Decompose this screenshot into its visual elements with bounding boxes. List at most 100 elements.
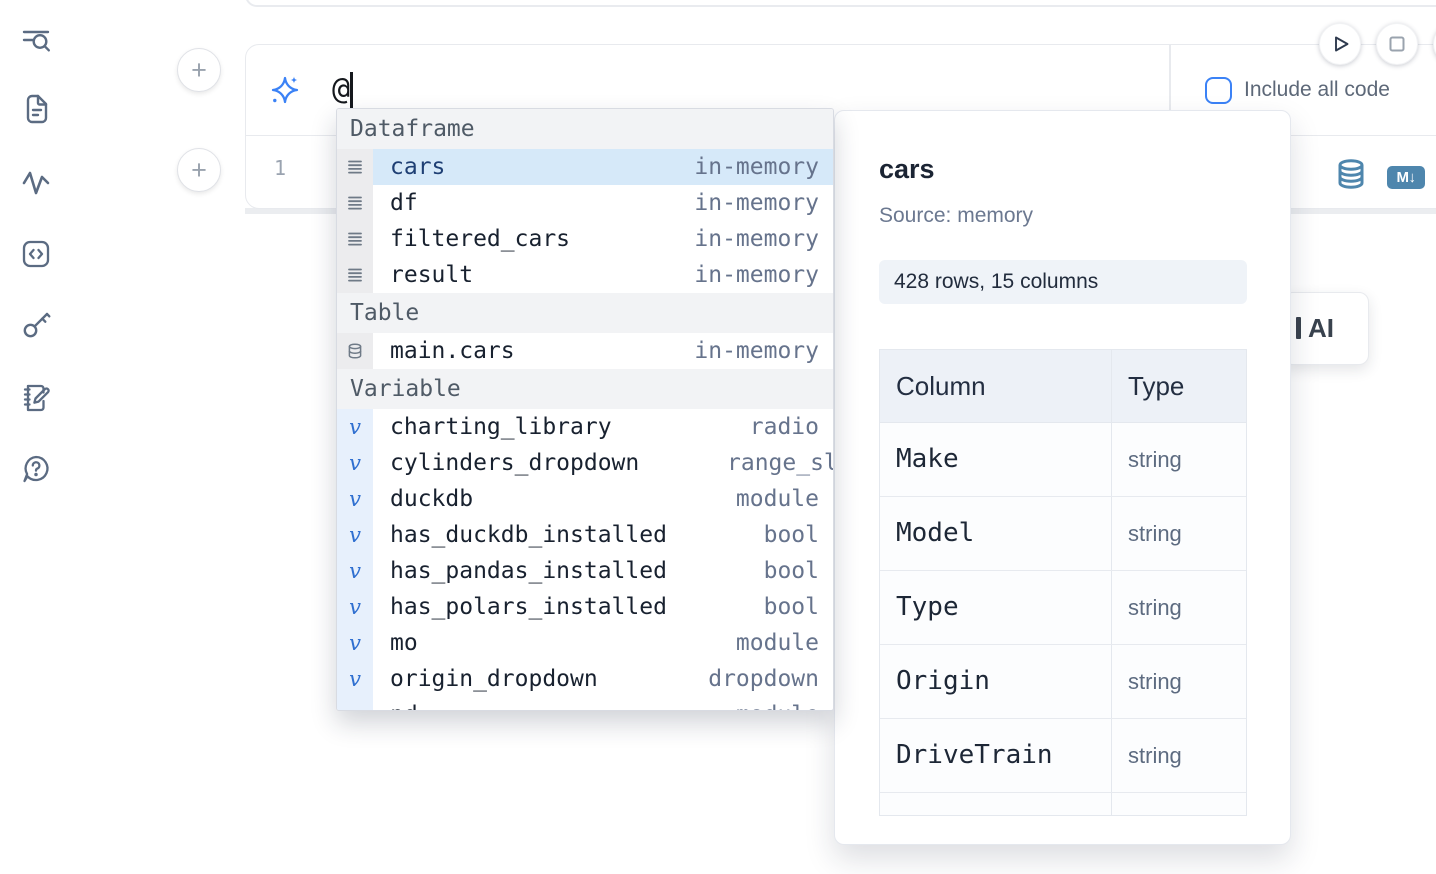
autocomplete-item-cylinders_dropdown[interactable]: v cylinders_dropdown range_slider bbox=[337, 445, 833, 481]
item-type: bool bbox=[763, 594, 819, 620]
ai-prompt-row[interactable]: @ Include all code bbox=[246, 45, 1436, 135]
schema-table: Column Type Make string Model string Typ… bbox=[879, 349, 1247, 816]
include-all-code-checkbox[interactable] bbox=[1205, 76, 1232, 104]
item-type: bool bbox=[763, 522, 819, 548]
autocomplete-item-df[interactable]: df in-memory bbox=[337, 185, 833, 221]
dataframe-icon bbox=[348, 268, 362, 282]
schema-table-row: DriveTrain string bbox=[880, 719, 1246, 793]
ai-button-label: AI bbox=[1308, 313, 1334, 343]
item-name: duckdb bbox=[390, 486, 474, 512]
item-name: has_polars_installed bbox=[390, 594, 667, 620]
scratchpad-icon[interactable] bbox=[20, 381, 52, 413]
item-name: df bbox=[390, 190, 418, 216]
preview-title: cars bbox=[879, 154, 935, 184]
database-cell-icon[interactable] bbox=[1335, 158, 1367, 190]
schema-table-row: Type string bbox=[880, 571, 1246, 645]
add-cell-below-button[interactable]: + bbox=[177, 148, 221, 192]
autocomplete-item-result[interactable]: result in-memory bbox=[337, 257, 833, 293]
activity-icon[interactable] bbox=[20, 166, 52, 198]
item-type: module bbox=[735, 486, 819, 512]
item-type: in-memory bbox=[694, 262, 819, 288]
item-type: dropdown bbox=[708, 666, 819, 692]
help-icon[interactable] bbox=[20, 453, 52, 485]
item-type: module bbox=[716, 702, 819, 710]
run-cell-button[interactable] bbox=[1319, 23, 1361, 65]
variable-icon: v bbox=[349, 704, 361, 710]
autocomplete-item-duckdb[interactable]: v duckdb module bbox=[337, 481, 833, 517]
dataframe-icon bbox=[348, 232, 362, 246]
search-list-icon[interactable] bbox=[20, 24, 52, 56]
file-icon[interactable] bbox=[20, 93, 52, 125]
variable-icon: v bbox=[349, 450, 361, 475]
stop-icon bbox=[1389, 36, 1405, 52]
ai-prompt-input[interactable]: @ bbox=[332, 72, 351, 107]
schema-column-name bbox=[880, 793, 1112, 815]
autocomplete-item-pd[interactable]: v pd module bbox=[337, 697, 833, 710]
key-icon[interactable] bbox=[20, 309, 52, 341]
variable-icon: v bbox=[349, 414, 361, 439]
add-cell-above-button[interactable]: + bbox=[177, 48, 221, 92]
item-type: bool bbox=[763, 558, 819, 584]
variable-icon: v bbox=[349, 594, 361, 619]
type-header: Type bbox=[1128, 371, 1185, 401]
preview-source: Source: memory bbox=[879, 204, 1034, 227]
column-header: Column bbox=[880, 350, 1112, 422]
schema-column-type: string bbox=[1128, 669, 1182, 694]
autocomplete-item-charting_library[interactable]: v charting_library radio bbox=[337, 409, 833, 445]
text-cursor bbox=[350, 72, 353, 109]
item-name: charting_library bbox=[390, 414, 612, 440]
play-icon bbox=[1335, 36, 1349, 52]
item-type: in-memory bbox=[694, 190, 819, 216]
variable-icon: v bbox=[349, 486, 361, 511]
schema-table-row: Make string bbox=[880, 423, 1246, 497]
divider bbox=[1169, 45, 1171, 135]
item-type: in-memory bbox=[694, 226, 819, 252]
include-all-code-label: Include all code bbox=[1244, 78, 1390, 101]
schema-column-type: string bbox=[1128, 521, 1182, 546]
clipped-letter bbox=[1296, 317, 1301, 339]
item-type: module bbox=[735, 630, 819, 656]
schema-column-name: Model bbox=[880, 497, 1112, 570]
autocomplete-section-header: Variable bbox=[337, 369, 833, 409]
autocomplete-item-origin_dropdown[interactable]: v origin_dropdown dropdown bbox=[337, 661, 833, 697]
dataframe-preview-panel: cars Source: memory 428 rows, 15 columns… bbox=[834, 110, 1291, 845]
item-name: cars bbox=[390, 154, 446, 180]
item-type: radio bbox=[749, 414, 819, 440]
generate-with-ai-button[interactable]: AI bbox=[1283, 292, 1369, 365]
previous-cell-edge bbox=[245, 0, 1436, 7]
shape-badge: 428 rows, 15 columns bbox=[879, 260, 1247, 304]
autocomplete-item-has_polars_installed[interactable]: v has_polars_installed bool bbox=[337, 589, 833, 625]
item-name: pd bbox=[390, 702, 418, 710]
variable-icon: v bbox=[349, 558, 361, 583]
schema-table-header: Column Type bbox=[880, 350, 1246, 423]
item-name: origin_dropdown bbox=[390, 666, 598, 692]
variable-icon: v bbox=[349, 666, 361, 691]
schema-table-row: Model string bbox=[880, 497, 1246, 571]
ai-sparkle-icon bbox=[270, 75, 300, 105]
item-name: has_duckdb_installed bbox=[390, 522, 667, 548]
item-name: main.cars bbox=[390, 338, 515, 364]
autocomplete-section-header: Dataframe bbox=[337, 109, 833, 149]
dataframe-icon bbox=[348, 160, 362, 174]
schema-column-name: Make bbox=[880, 423, 1112, 496]
line-number: 1 bbox=[273, 156, 287, 180]
schema-table-row bbox=[880, 793, 1246, 815]
dataframe-icon bbox=[348, 196, 362, 210]
stop-cell-button[interactable] bbox=[1376, 23, 1418, 65]
item-type: range_slider bbox=[727, 450, 833, 476]
autocomplete-section-header: Table bbox=[337, 293, 833, 333]
autocomplete-item-main.cars[interactable]: main.cars in-memory bbox=[337, 333, 833, 369]
item-type: in-memory bbox=[694, 338, 819, 364]
item-name: result bbox=[390, 262, 474, 288]
markdown-cell-icon[interactable]: M↓ bbox=[1387, 166, 1425, 189]
item-name: cylinders_dropdown bbox=[390, 450, 640, 476]
schema-column-type bbox=[1112, 793, 1246, 815]
code-cell-icon[interactable] bbox=[20, 238, 52, 270]
schema-column-name: Origin bbox=[880, 645, 1112, 718]
